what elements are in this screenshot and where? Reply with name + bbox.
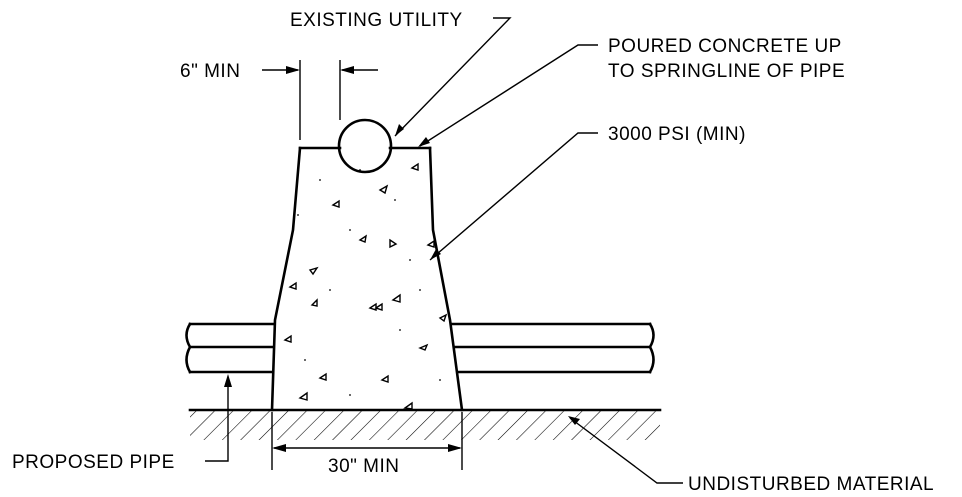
ground-hatch xyxy=(190,410,660,440)
concrete-encasement xyxy=(270,146,464,412)
label-poured-concrete-2: TO SPRINGLINE OF PIPE xyxy=(608,61,845,82)
existing-utility-pipe xyxy=(337,118,393,174)
label-six-min: 6" MIN xyxy=(180,61,240,82)
label-psi: 3000 PSI (MIN) xyxy=(608,124,746,145)
leaders xyxy=(205,17,683,484)
label-poured-concrete-1: POURED CONCRETE UP xyxy=(608,36,842,57)
label-proposed-pipe: PROPOSED PIPE xyxy=(12,452,175,473)
label-undisturbed: UNDISTURBED MATERIAL xyxy=(688,474,934,495)
label-existing-utility: EXISTING UTILITY xyxy=(290,10,463,31)
six-min-dimension xyxy=(262,60,378,140)
label-thirty-min: 30" MIN xyxy=(328,456,399,477)
thirty-min-dimension xyxy=(271,412,463,470)
